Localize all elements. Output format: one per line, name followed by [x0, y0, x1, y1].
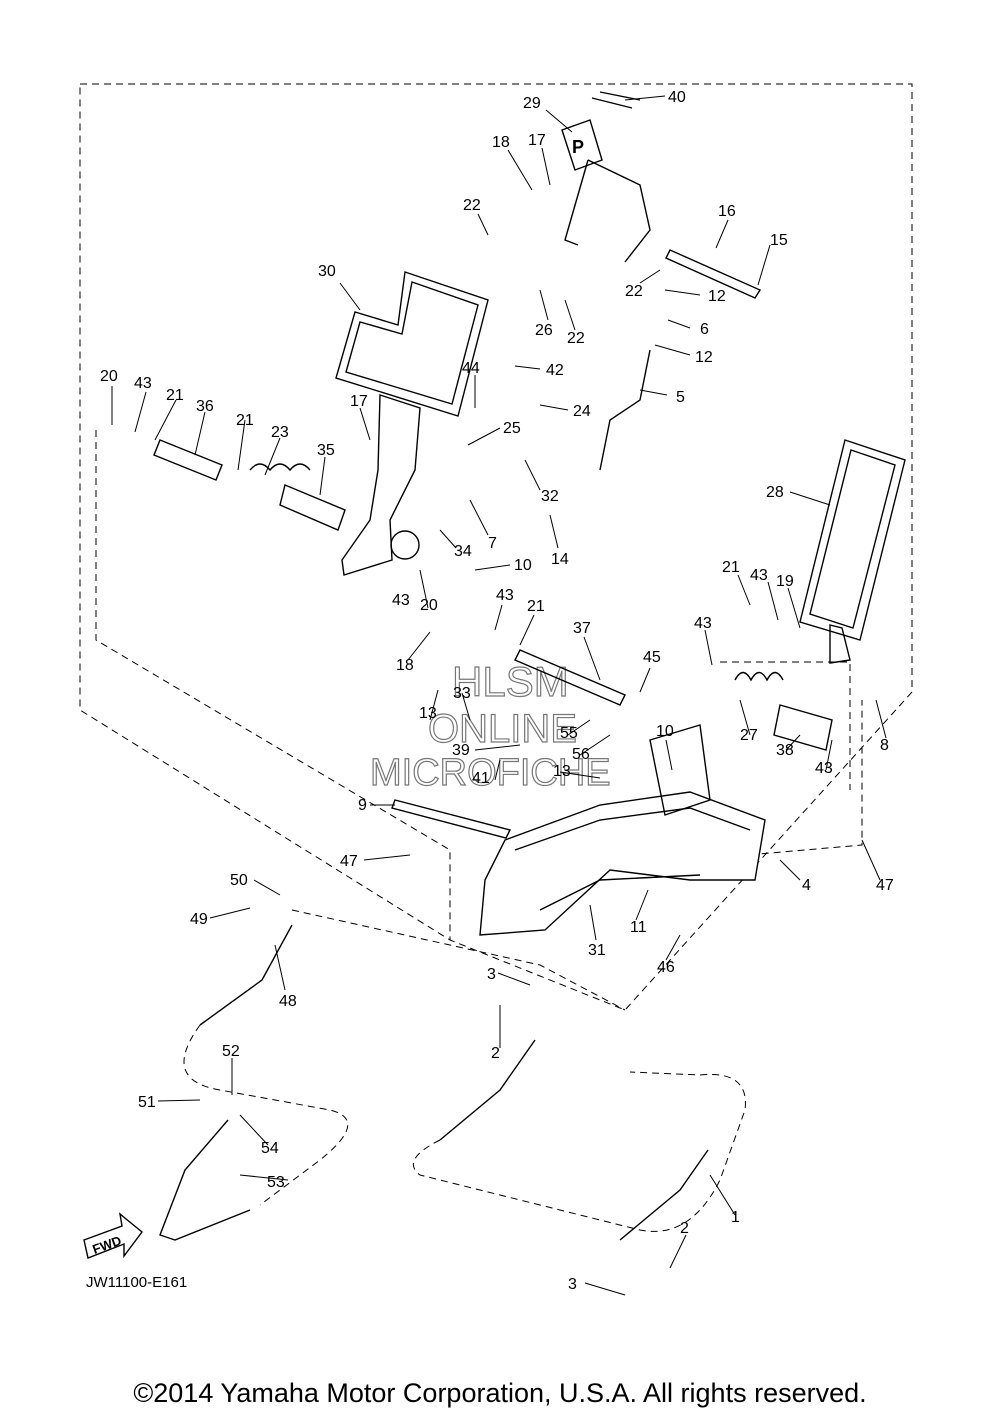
watermark-line-3: MICROFICHE: [370, 752, 611, 794]
callout-17: 17: [528, 132, 546, 149]
callout-21: 21: [722, 559, 740, 576]
callout-2: 2: [680, 1220, 689, 1237]
callout-4: 4: [802, 877, 811, 894]
callout-47: 47: [876, 877, 894, 894]
callout-32: 32: [541, 488, 559, 505]
callout-31: 31: [588, 942, 606, 959]
parking-pedal-marker: P: [572, 137, 584, 157]
callout-35: 35: [317, 442, 335, 459]
base-frame: [479, 724, 766, 936]
callout-11: 11: [630, 919, 647, 936]
callout-labels: 40 29 18 17 22 16 15 30 22 12 26 22 6 42…: [100, 89, 894, 1293]
callout-40: 40: [668, 89, 686, 106]
callout-56: 56: [572, 746, 590, 763]
callout-10: 10: [514, 557, 532, 574]
callout-13: 13: [419, 705, 437, 722]
callout-25: 25: [503, 420, 521, 437]
brake-cables: [159, 909, 746, 1241]
callout-43: 43: [694, 615, 712, 632]
assembly-boundary: [79, 83, 913, 1011]
callout-42: 42: [546, 362, 564, 379]
callout-37: 37: [573, 620, 591, 637]
callout-43: 43: [750, 567, 768, 584]
callout-51: 51: [138, 1094, 156, 1111]
leader-lines: [111, 95, 887, 1296]
callout-33: 33: [453, 685, 471, 702]
brake-pedal: [335, 271, 489, 576]
callout-44: 44: [462, 360, 480, 377]
callout-9: 9: [358, 797, 367, 814]
callout-3: 3: [487, 966, 496, 983]
callout-21: 21: [527, 598, 545, 615]
callout-5: 5: [676, 389, 685, 406]
callout-22: 22: [463, 197, 481, 214]
callout-18: 18: [492, 134, 510, 151]
callout-24: 24: [573, 403, 591, 420]
callout-36: 36: [196, 398, 214, 415]
callout-18: 18: [396, 657, 414, 674]
callout-1: 1: [731, 1209, 740, 1226]
callout-43: 43: [496, 587, 514, 604]
callout-6: 6: [700, 321, 709, 338]
callout-12: 12: [695, 349, 713, 366]
watermark-line-2: ONLINE: [428, 707, 577, 751]
callout-20: 20: [420, 597, 438, 614]
callout-49: 49: [190, 911, 208, 928]
callout-55: 55: [560, 725, 578, 742]
callout-53: 53: [267, 1174, 285, 1191]
callout-52: 52: [222, 1043, 240, 1060]
callout-10: 10: [656, 723, 674, 740]
callout-8: 8: [880, 737, 889, 754]
callout-28: 28: [766, 484, 784, 501]
callout-23: 23: [271, 424, 289, 441]
callout-30: 30: [318, 263, 336, 280]
callout-54: 54: [261, 1140, 279, 1157]
callout-48: 48: [279, 993, 297, 1010]
callout-22: 22: [625, 283, 643, 300]
callout-26: 26: [535, 322, 553, 339]
copyright-notice: ©2014 Yamaha Motor Corporation, U.S.A. A…: [133, 1378, 867, 1408]
callout-12: 12: [708, 288, 726, 305]
callout-15: 15: [770, 232, 788, 249]
accelerator-pedal: [799, 439, 906, 664]
parking-bracket: P: [561, 91, 651, 263]
callout-20: 20: [100, 368, 118, 385]
callout-46: 46: [657, 959, 675, 976]
callout-45: 45: [643, 649, 661, 666]
callout-7: 7: [488, 535, 497, 552]
callout-38: 38: [776, 742, 794, 759]
callout-47: 47: [340, 853, 358, 870]
callout-3: 3: [568, 1276, 577, 1293]
callout-39: 39: [452, 742, 470, 759]
callout-21: 21: [166, 387, 184, 404]
callout-19: 19: [776, 573, 794, 590]
callout-43: 43: [392, 592, 410, 609]
fwd-arrow-icon: FWD: [83, 1212, 143, 1259]
watermark: HLSM ONLINE MICROFICHE: [369, 657, 611, 794]
callout-27: 27: [740, 727, 758, 744]
parts-diagram: HLSM ONLINE MICROFICHE P: [79, 83, 913, 1296]
callout-2: 2: [491, 1045, 500, 1062]
callout-17: 17: [350, 393, 368, 410]
diagram-code: JW11100-E161: [86, 1274, 188, 1291]
callout-41: 41: [472, 770, 490, 787]
callout-50: 50: [230, 872, 248, 889]
callout-13: 13: [553, 763, 571, 780]
callout-22: 22: [567, 330, 585, 347]
callout-29: 29: [523, 95, 541, 112]
callout-43: 43: [815, 760, 833, 777]
callout-43: 43: [134, 375, 152, 392]
callout-14: 14: [551, 551, 569, 568]
callout-34: 34: [454, 543, 472, 560]
watermark-line-1: HLSM: [452, 658, 569, 705]
callout-21: 21: [236, 412, 254, 429]
callout-16: 16: [718, 203, 736, 220]
